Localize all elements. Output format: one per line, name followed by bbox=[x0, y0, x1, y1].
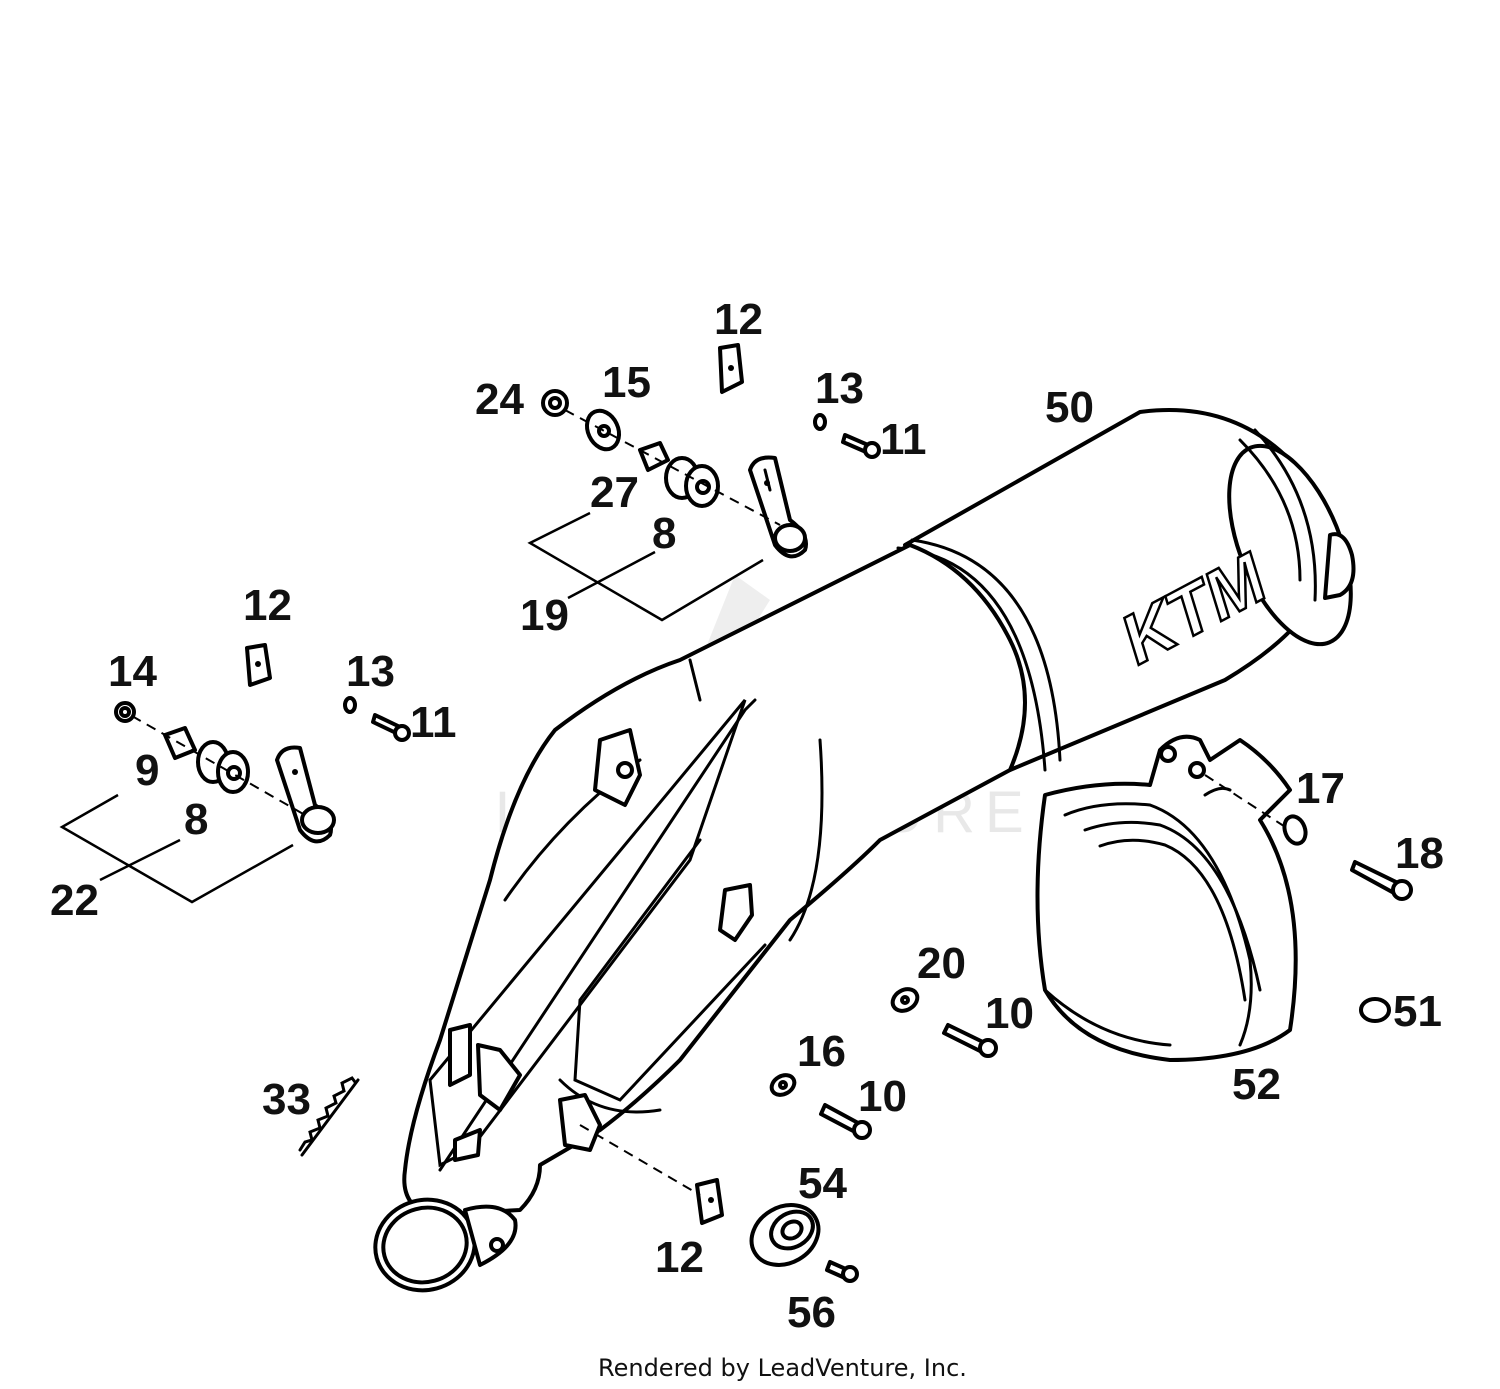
footer-credit: Rendered by LeadVenture, Inc. bbox=[598, 1354, 967, 1382]
callout-12-bottom: 12 bbox=[655, 1233, 704, 1282]
upper-mount-group bbox=[527, 343, 881, 622]
callout-11-left: 11 bbox=[410, 698, 457, 747]
callout-50: 50 bbox=[1045, 383, 1094, 432]
muffler-body: KTM bbox=[373, 408, 1356, 1293]
callout-33: 33 bbox=[262, 1075, 311, 1124]
callout-12-left: 12 bbox=[243, 581, 292, 630]
callout-labels: 12 24 15 13 11 50 27 8 19 12 14 13 11 9 … bbox=[50, 295, 1444, 1337]
callout-11-top: 11 bbox=[880, 415, 927, 464]
callout-8-top: 8 bbox=[652, 509, 676, 558]
callout-8-left: 8 bbox=[184, 795, 208, 844]
callout-9: 9 bbox=[135, 746, 159, 795]
clamp-52 bbox=[1035, 734, 1298, 1062]
callout-20: 20 bbox=[917, 939, 966, 988]
callout-18: 18 bbox=[1395, 829, 1444, 878]
callout-12-top: 12 bbox=[714, 295, 763, 344]
callout-51: 51 bbox=[1393, 987, 1442, 1036]
callout-13-left: 13 bbox=[346, 647, 395, 696]
callout-10-lower: 10 bbox=[858, 1072, 907, 1121]
lower-mount-group bbox=[59, 643, 411, 904]
callout-22: 22 bbox=[50, 876, 99, 925]
callout-27: 27 bbox=[590, 468, 639, 517]
clamp-hardware bbox=[1204, 774, 1413, 1023]
callout-17: 17 bbox=[1296, 764, 1345, 813]
callout-14: 14 bbox=[108, 647, 157, 696]
callout-16: 16 bbox=[797, 1027, 846, 1076]
callout-56: 56 bbox=[787, 1288, 836, 1337]
callout-54: 54 bbox=[798, 1159, 847, 1208]
callout-10-right: 10 bbox=[985, 989, 1034, 1038]
callout-24: 24 bbox=[475, 375, 524, 424]
lower-hardware bbox=[298, 987, 998, 1283]
callout-15: 15 bbox=[602, 358, 651, 407]
callout-19: 19 bbox=[520, 591, 569, 640]
callout-13-top: 13 bbox=[815, 364, 864, 413]
callout-52: 52 bbox=[1232, 1060, 1281, 1109]
